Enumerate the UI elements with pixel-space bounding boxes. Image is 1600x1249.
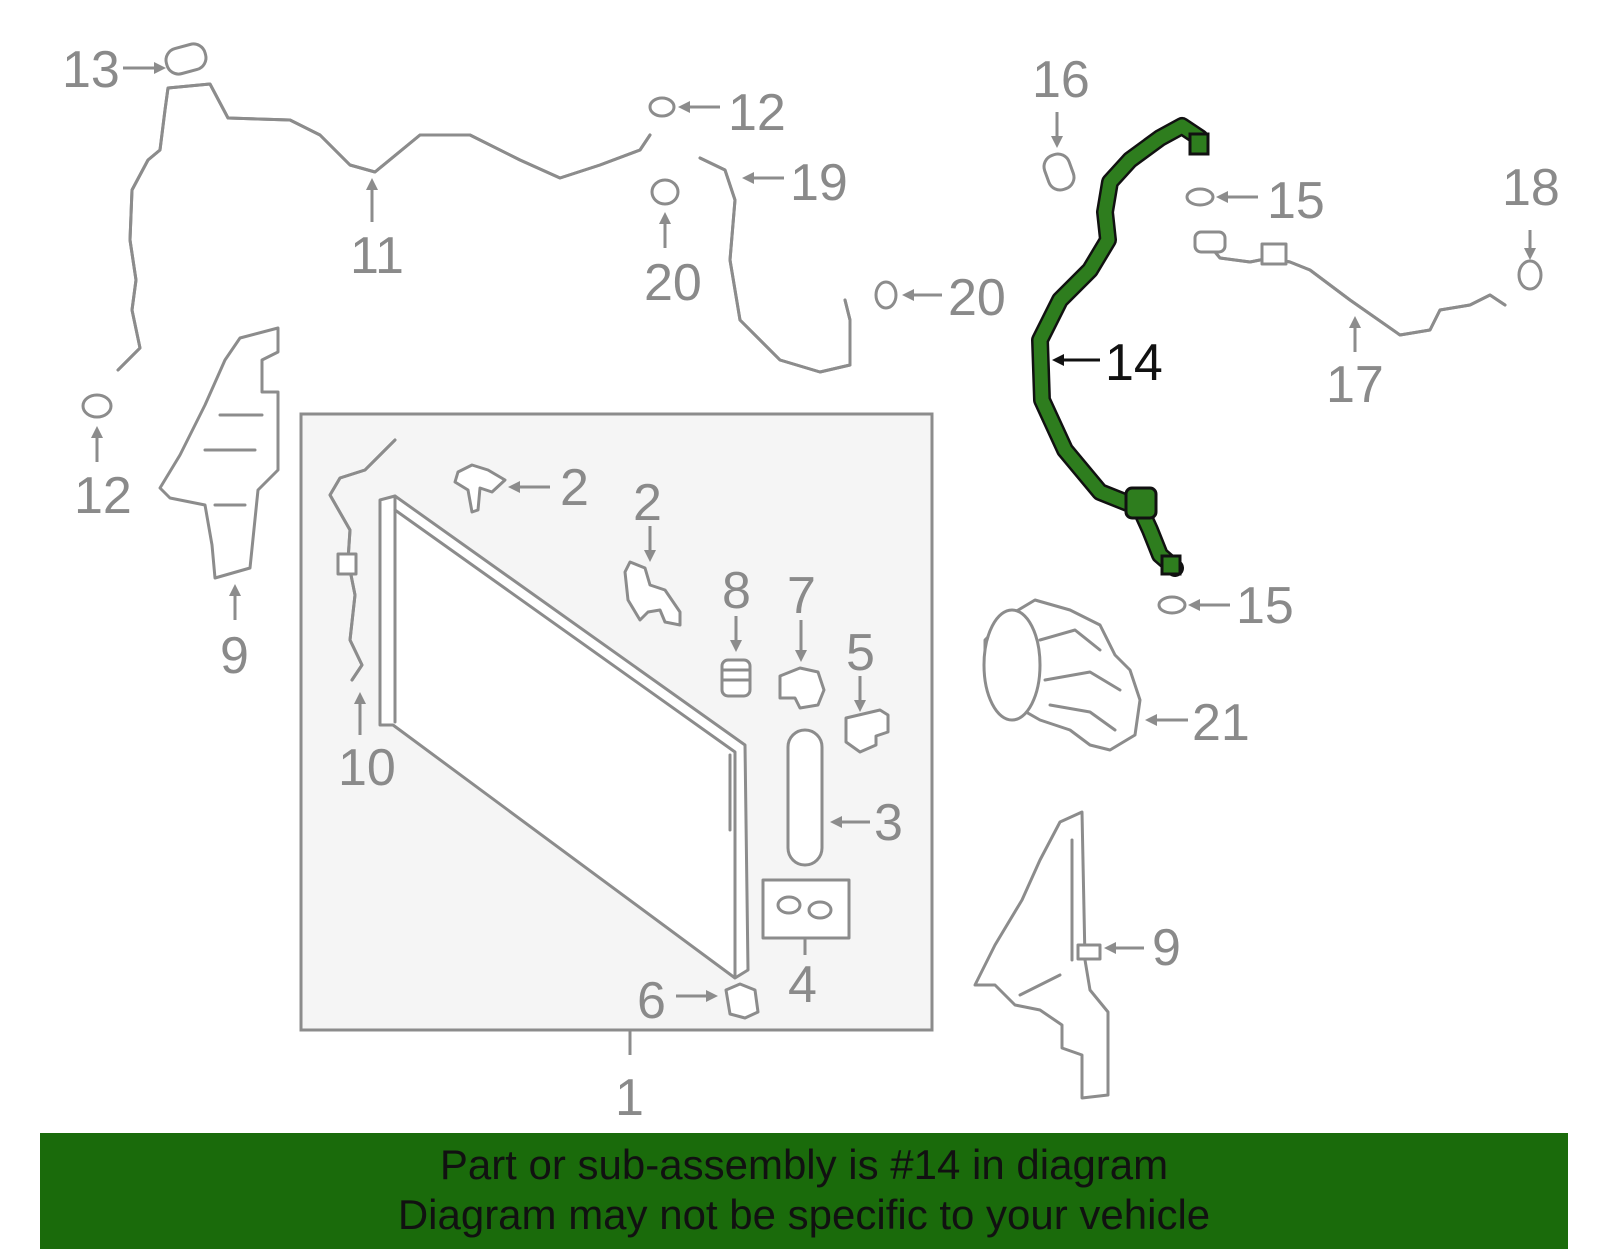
callout-21: 21 bbox=[1192, 694, 1250, 752]
callout-7: 7 bbox=[787, 567, 816, 625]
cap-part-16[interactable] bbox=[1041, 151, 1078, 194]
hose-part-14-fitting-top bbox=[1188, 132, 1210, 156]
callout-3: 3 bbox=[874, 794, 903, 852]
o-ring-part-20-right[interactable] bbox=[874, 280, 898, 310]
callout-20-right: 20 bbox=[948, 269, 1006, 327]
bush-part-8[interactable] bbox=[720, 658, 752, 698]
o-ring-part-18[interactable] bbox=[1517, 259, 1543, 291]
condenser-core[interactable] bbox=[378, 494, 750, 980]
receiver-drier-part-3[interactable] bbox=[786, 728, 824, 867]
air-guide-part-9-right[interactable] bbox=[973, 810, 1110, 1100]
callout-10: 10 bbox=[338, 739, 396, 797]
hose-part-14-fitting-bottom bbox=[1160, 554, 1182, 576]
o-ring-part-15-top[interactable] bbox=[1185, 187, 1215, 207]
callout-4: 4 bbox=[788, 956, 817, 1014]
bracket-part-6[interactable] bbox=[724, 982, 760, 1020]
air-guide-part-9-left[interactable] bbox=[158, 326, 280, 580]
callout-18: 18 bbox=[1502, 159, 1560, 217]
bracket-part-2-lower[interactable] bbox=[623, 560, 682, 627]
callout-12-top: 12 bbox=[728, 84, 786, 142]
callout-8: 8 bbox=[722, 562, 751, 620]
callout-9-right: 9 bbox=[1152, 919, 1181, 977]
o-ring-part-12-left[interactable] bbox=[81, 393, 113, 419]
banner-line-disclaimer: Diagram may not be specific to your vehi… bbox=[397, 1191, 1211, 1238]
callout-9-left: 9 bbox=[220, 627, 249, 685]
callout-19: 19 bbox=[790, 154, 848, 212]
o-ring-part-20-top[interactable] bbox=[650, 178, 680, 206]
callout-15-top: 15 bbox=[1267, 172, 1325, 230]
o-ring-part-12-top[interactable] bbox=[648, 96, 676, 118]
bracket-part-2-upper[interactable] bbox=[453, 463, 507, 514]
o-ring-part-15-bottom[interactable] bbox=[1157, 595, 1187, 615]
callout-11: 11 bbox=[350, 227, 404, 285]
mount-part-7[interactable] bbox=[778, 666, 826, 710]
callout-1: 1 bbox=[615, 1069, 644, 1127]
callout-13: 13 bbox=[62, 41, 120, 99]
cap-part-13[interactable] bbox=[163, 41, 208, 76]
clip-part-5[interactable] bbox=[844, 708, 890, 754]
callout-15-bottom: 15 bbox=[1236, 577, 1294, 635]
callout-14-highlighted: 14 bbox=[1105, 334, 1163, 392]
callout-2-upper: 2 bbox=[560, 459, 589, 517]
banner-line-part-number: Part or sub-assembly is #14 in diagram bbox=[439, 1141, 1169, 1188]
callout-6: 6 bbox=[637, 972, 666, 1030]
callout-5: 5 bbox=[846, 624, 875, 682]
callout-17: 17 bbox=[1326, 356, 1384, 414]
plate-part-4[interactable] bbox=[761, 878, 851, 940]
callout-16: 16 bbox=[1032, 51, 1090, 109]
callout-20-left: 20 bbox=[644, 254, 702, 312]
callout-2-lower: 2 bbox=[633, 474, 662, 532]
part-info-banner: Part or sub-assembly is #14 in diagram D… bbox=[40, 1133, 1568, 1249]
hose-part-14-fitting-mid bbox=[1124, 486, 1158, 520]
callout-12-left: 12 bbox=[74, 467, 132, 525]
